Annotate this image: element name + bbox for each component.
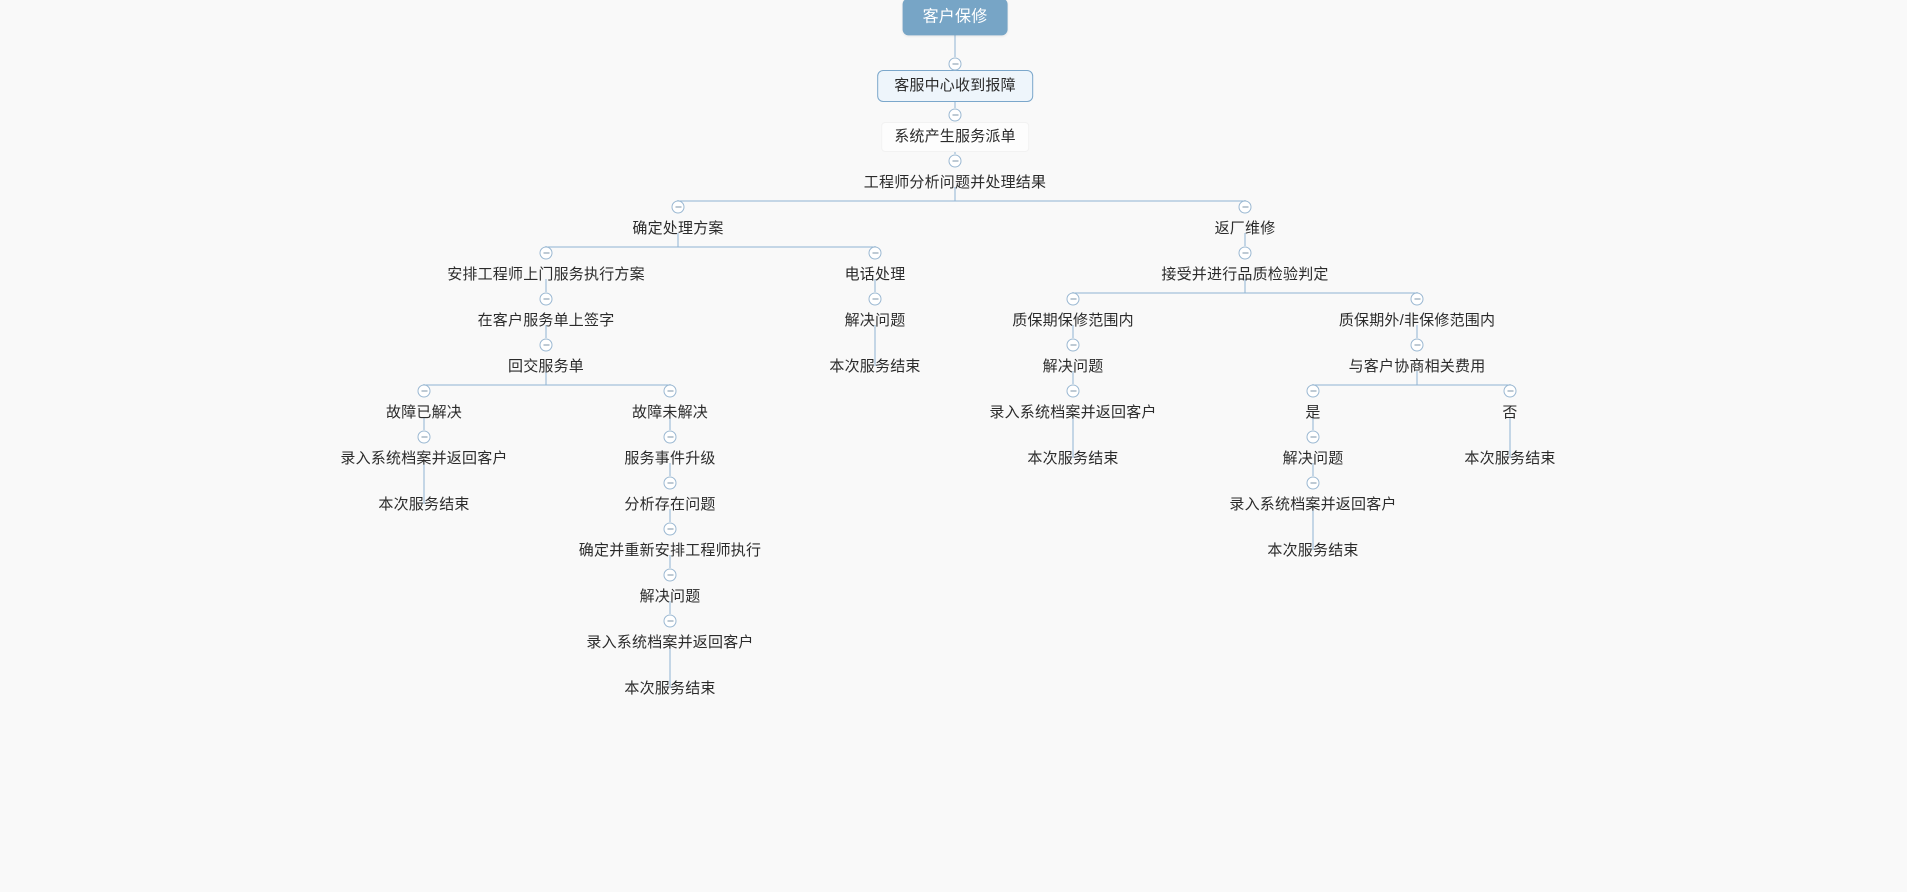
collapse-minus-circle-icon[interactable]: [1306, 384, 1320, 398]
mindmap-node[interactable]: 故障已解决: [385, 404, 463, 421]
collapse-minus-circle-icon[interactable]: [948, 108, 962, 122]
mindmap-node[interactable]: 客服中心收到报障: [877, 70, 1033, 102]
mindmap-node[interactable]: 接受并进行品质检验判定: [1161, 266, 1329, 283]
collapse-minus-circle-icon[interactable]: [868, 292, 882, 306]
collapse-minus-circle-icon[interactable]: [539, 246, 553, 260]
mindmap-node[interactable]: 是: [1305, 404, 1321, 421]
mindmap-node[interactable]: 解决问题: [844, 312, 906, 329]
mindmap-node[interactable]: 录入系统档案并返回客户: [586, 634, 754, 651]
collapse-minus-circle-icon[interactable]: [663, 430, 677, 444]
mindmap-node[interactable]: 录入系统档案并返回客户: [1229, 496, 1397, 513]
collapse-minus-circle-icon[interactable]: [539, 292, 553, 306]
collapse-minus-circle-icon[interactable]: [1238, 246, 1252, 260]
mindmap-node[interactable]: 故障未解决: [631, 404, 709, 421]
collapse-minus-circle-icon[interactable]: [1306, 430, 1320, 444]
mindmap-node[interactable]: 解决问题: [639, 588, 701, 605]
mindmap-node[interactable]: 解决问题: [1042, 358, 1104, 375]
collapse-minus-circle-icon[interactable]: [417, 384, 431, 398]
collapse-minus-circle-icon[interactable]: [539, 338, 553, 352]
collapse-minus-circle-icon[interactable]: [663, 614, 677, 628]
mindmap-node[interactable]: 本次服务结束: [624, 680, 716, 697]
mindmap-node[interactable]: 分析存在问题: [624, 496, 716, 513]
mindmap-node[interactable]: 工程师分析问题并处理结果: [863, 174, 1047, 191]
mindmap-node[interactable]: 客户保修: [902, 0, 1008, 36]
mindmap-node[interactable]: 解决问题: [1282, 450, 1344, 467]
mindmap-node[interactable]: 否: [1502, 404, 1518, 421]
mindmap-node[interactable]: 回交服务单: [507, 358, 585, 375]
collapse-minus-circle-icon[interactable]: [1066, 292, 1080, 306]
mindmap-node[interactable]: 安排工程师上门服务执行方案: [447, 266, 645, 283]
mindmap-node[interactable]: 质保期外/非保修范围内: [1338, 312, 1496, 329]
collapse-minus-circle-icon[interactable]: [868, 246, 882, 260]
collapse-minus-circle-icon[interactable]: [663, 568, 677, 582]
collapse-minus-circle-icon[interactable]: [1238, 200, 1252, 214]
collapse-minus-circle-icon[interactable]: [1410, 338, 1424, 352]
mindmap-node[interactable]: 与客户协商相关费用: [1348, 358, 1486, 375]
mindmap-node[interactable]: 录入系统档案并返回客户: [340, 450, 508, 467]
mindmap-node[interactable]: 本次服务结束: [1027, 450, 1119, 467]
collapse-minus-circle-icon[interactable]: [948, 154, 962, 168]
mindmap-node[interactable]: 系统产生服务派单: [881, 122, 1029, 152]
collapse-minus-circle-icon[interactable]: [1066, 384, 1080, 398]
mindmap-node[interactable]: 本次服务结束: [378, 496, 470, 513]
collapse-minus-circle-icon[interactable]: [1066, 338, 1080, 352]
collapse-minus-circle-icon[interactable]: [417, 430, 431, 444]
collapse-minus-circle-icon[interactable]: [1306, 476, 1320, 490]
mindmap-node[interactable]: 在客户服务单上签字: [477, 312, 615, 329]
mindmap-node[interactable]: 本次服务结束: [1464, 450, 1556, 467]
mindmap-node[interactable]: 服务事件升级: [624, 450, 716, 467]
mindmap-node[interactable]: 本次服务结束: [829, 358, 921, 375]
mindmap-node[interactable]: 电话处理: [844, 266, 906, 283]
collapse-minus-circle-icon[interactable]: [1410, 292, 1424, 306]
mindmap-node[interactable]: 质保期保修范围内: [1012, 312, 1134, 329]
collapse-minus-circle-icon[interactable]: [663, 522, 677, 536]
mindmap-node[interactable]: 录入系统档案并返回客户: [989, 404, 1157, 421]
collapse-minus-circle-icon[interactable]: [1503, 384, 1517, 398]
collapse-minus-circle-icon[interactable]: [663, 384, 677, 398]
collapse-minus-circle-icon[interactable]: [671, 200, 685, 214]
collapse-minus-circle-icon[interactable]: [948, 57, 962, 71]
mindmap-node[interactable]: 确定并重新安排工程师执行: [578, 542, 762, 559]
mindmap-node[interactable]: 返厂维修: [1214, 220, 1276, 237]
collapse-minus-circle-icon[interactable]: [663, 476, 677, 490]
mindmap-node[interactable]: 本次服务结束: [1267, 542, 1359, 559]
mindmap-node[interactable]: 确定处理方案: [632, 220, 724, 237]
